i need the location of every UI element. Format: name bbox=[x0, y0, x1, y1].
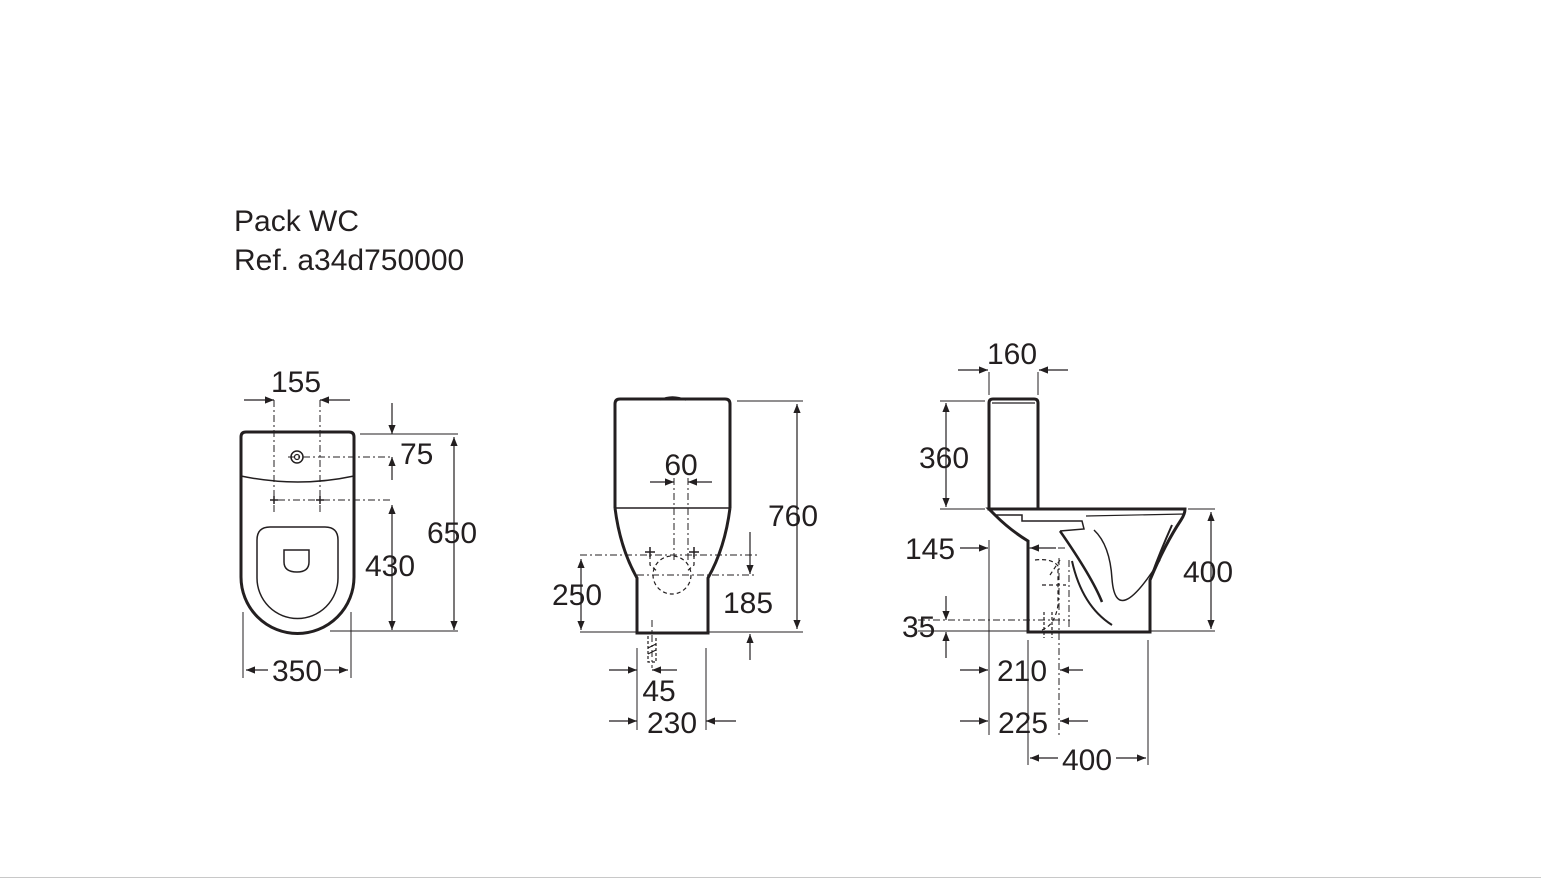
top-view bbox=[239, 396, 458, 678]
dim-430: 430 bbox=[365, 550, 415, 583]
front-view bbox=[577, 396, 803, 730]
side-view bbox=[918, 366, 1215, 765]
front-view-bowl bbox=[613, 507, 732, 635]
dim-350: 350 bbox=[272, 655, 322, 688]
side-view-tank bbox=[987, 397, 1040, 511]
dim-60: 60 bbox=[664, 449, 697, 482]
dim-210: 210 bbox=[997, 655, 1047, 688]
top-view-outline bbox=[239, 430, 356, 635]
front-view-tank bbox=[613, 397, 732, 508]
top-view-seat bbox=[256, 526, 339, 620]
dim-650: 650 bbox=[427, 517, 477, 550]
side-view-trapway bbox=[1058, 530, 1104, 603]
dim-185: 185 bbox=[723, 587, 773, 620]
dim-400-height: 400 bbox=[1183, 556, 1233, 589]
dim-35: 35 bbox=[902, 611, 935, 644]
dim-225: 225 bbox=[998, 707, 1048, 740]
drawing-title: Pack WC bbox=[234, 205, 360, 238]
dim-45: 45 bbox=[642, 675, 675, 708]
drawing-reference: Ref. a34d750000 bbox=[234, 244, 465, 277]
dim-760: 760 bbox=[768, 500, 818, 533]
bottom-divider bbox=[0, 877, 1541, 878]
dim-75: 75 bbox=[400, 438, 433, 471]
dim-160: 160 bbox=[987, 338, 1037, 371]
top-view-lid-handle bbox=[283, 549, 310, 573]
dim-360: 360 bbox=[919, 442, 969, 475]
dim-145: 145 bbox=[905, 533, 955, 566]
dim-230: 230 bbox=[647, 707, 697, 740]
top-view-tank-line bbox=[240, 475, 355, 483]
dim-155: 155 bbox=[271, 366, 321, 399]
dim-400-depth: 400 bbox=[1062, 744, 1112, 777]
dim-250: 250 bbox=[552, 579, 602, 612]
